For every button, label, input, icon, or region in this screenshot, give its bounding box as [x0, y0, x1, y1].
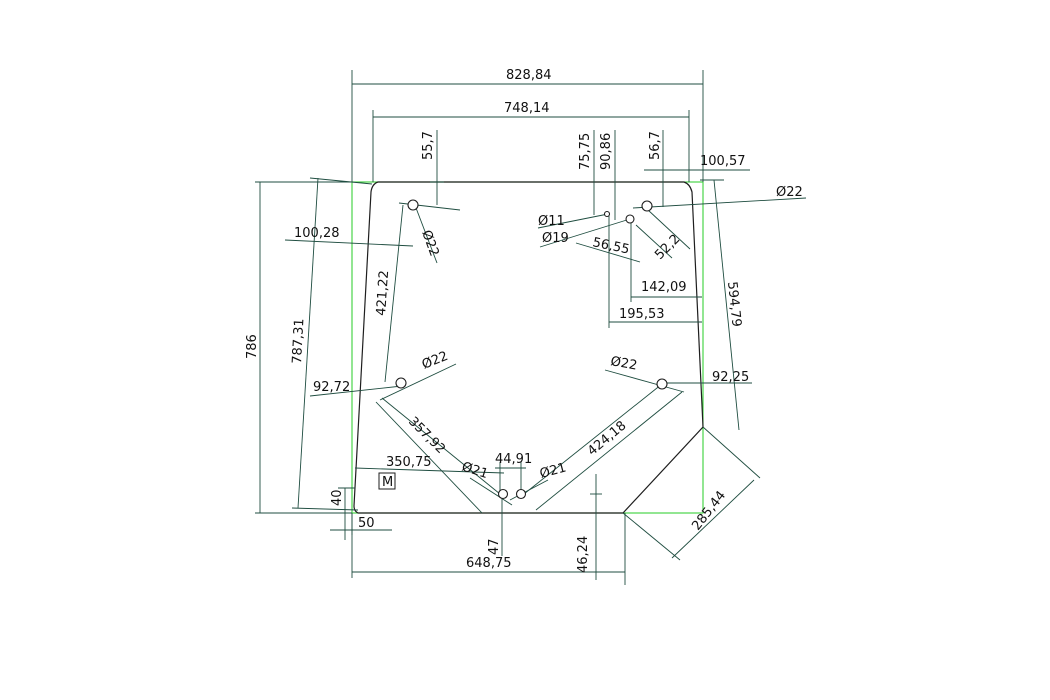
dim-350-75: 350,75: [386, 455, 432, 470]
dim-overall-width: 828,84: [506, 68, 552, 83]
dim-40: 40: [330, 489, 345, 506]
dim-195-53: 195,53: [619, 307, 665, 322]
dim-787-31: 787,31: [290, 318, 307, 364]
dim-46-24: 46,24: [576, 536, 591, 573]
hole-bottom-left: [497, 488, 509, 500]
hole-middle-right: [656, 378, 668, 390]
dim-786: 786: [245, 334, 260, 359]
hole-top-right-22: [641, 200, 653, 212]
hole-bottom-right: [515, 488, 527, 500]
dim-52-2: 52,2: [652, 232, 683, 263]
dim-56-55: 56,55: [591, 235, 631, 257]
dim-left-offset: 100,28: [294, 226, 340, 241]
hole-top-left: [407, 199, 419, 211]
dim-dia-22-tr: Ø22: [776, 185, 803, 200]
dim-142-09: 142,09: [641, 280, 687, 295]
dim-285-44: 285,44: [689, 488, 729, 533]
dim-50: 50: [358, 516, 375, 531]
dim-right-92: 92,25: [712, 370, 749, 385]
dim-648-75: 648,75: [466, 556, 512, 571]
hole-middle-left: [395, 377, 407, 389]
dim-hole-tr-56: 56,7: [648, 131, 663, 160]
dim-hole-tr-75: 75,75: [578, 133, 593, 170]
dimension-lines: [255, 70, 807, 585]
marker-box: [378, 472, 396, 490]
dim-594-79: 594,79: [724, 281, 744, 328]
dim-357-92: 357,92: [405, 414, 448, 457]
dim-right-offset: 100,57: [700, 154, 746, 169]
dim-hole-tl-top: 55,7: [421, 131, 436, 160]
hole-top-right-19: [625, 214, 635, 224]
dim-dia-19: Ø19: [542, 231, 569, 246]
dim-dia-11: Ø11: [538, 214, 565, 229]
dim-44-91: 44,91: [495, 452, 532, 467]
dim-dia-22-mr: Ø22: [609, 354, 638, 373]
part-outline: [353, 181, 704, 514]
dim-dia-22-tl: Ø22: [418, 228, 441, 258]
hole-top-right-11: [603, 210, 611, 218]
dim-dia-21-l: Ø21: [460, 460, 490, 483]
dim-top-width: 748,14: [504, 101, 550, 116]
dim-47: 47: [487, 538, 502, 555]
marker-label: M: [382, 475, 393, 490]
dim-left-92: 92,72: [313, 380, 350, 395]
dim-421-22: 421,22: [374, 270, 392, 316]
dim-dia-21-r: Ø21: [538, 460, 568, 481]
dim-hole-tr-90: 90,86: [599, 133, 614, 170]
